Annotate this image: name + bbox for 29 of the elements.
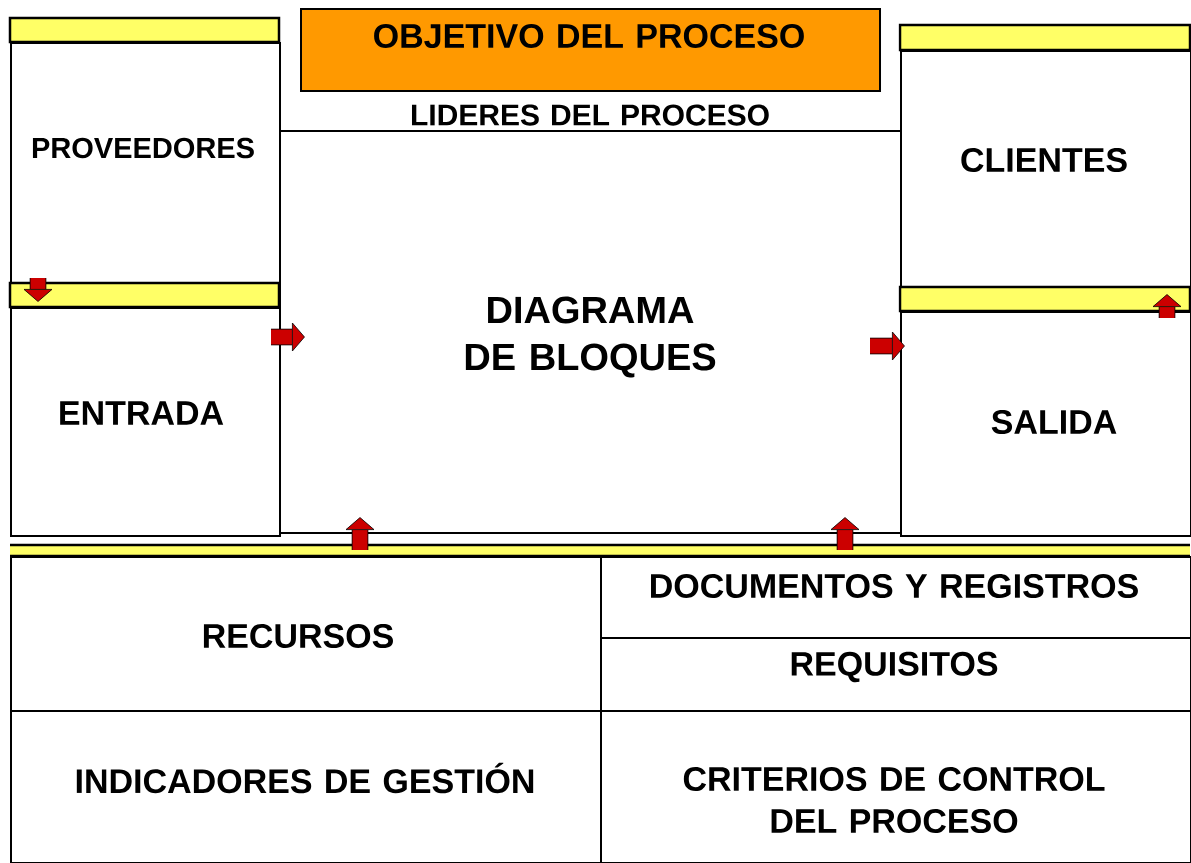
block-arrow bbox=[271, 322, 305, 352]
box-label: PROVEEDORES bbox=[32, 137, 254, 159]
process-box bbox=[600, 710, 1191, 863]
box-label: DIAGRAMA DE BLOQUES bbox=[465, 296, 716, 378]
block-arrow bbox=[870, 331, 905, 361]
process-box bbox=[598, 543, 1191, 639]
box-heading: LIDERES DEL PROCESO bbox=[412, 104, 769, 126]
process-box bbox=[8, 543, 602, 712]
box-label: DOCUMENTOS Y REGISTROS bbox=[651, 573, 1138, 599]
box-label: SALIDA bbox=[991, 409, 1117, 435]
box-label: OBJETIVO DEL PROCESO bbox=[374, 23, 804, 49]
process-box bbox=[600, 637, 1191, 712]
process-box bbox=[898, 285, 1191, 537]
box-label: CRITERIOS DE CONTROL DEL PROCESO bbox=[683, 766, 1105, 834]
process-box bbox=[8, 16, 281, 285]
block-arrow bbox=[1152, 294, 1182, 318]
box-label: ENTRADA bbox=[60, 401, 224, 425]
process-box bbox=[898, 23, 1191, 289]
process-box bbox=[279, 104, 902, 534]
block-arrow bbox=[345, 517, 375, 550]
title-box bbox=[300, 8, 881, 92]
process-box bbox=[10, 710, 602, 863]
block-arrow bbox=[23, 278, 53, 302]
box-label: REQUISITOS bbox=[791, 651, 998, 683]
process-box bbox=[8, 281, 281, 537]
box-label: RECURSOS bbox=[203, 623, 393, 649]
block-arrow bbox=[830, 517, 860, 550]
box-label: INDICADORES DE GESTIÓN bbox=[76, 762, 534, 794]
box-label: CLIENTES bbox=[961, 147, 1127, 173]
